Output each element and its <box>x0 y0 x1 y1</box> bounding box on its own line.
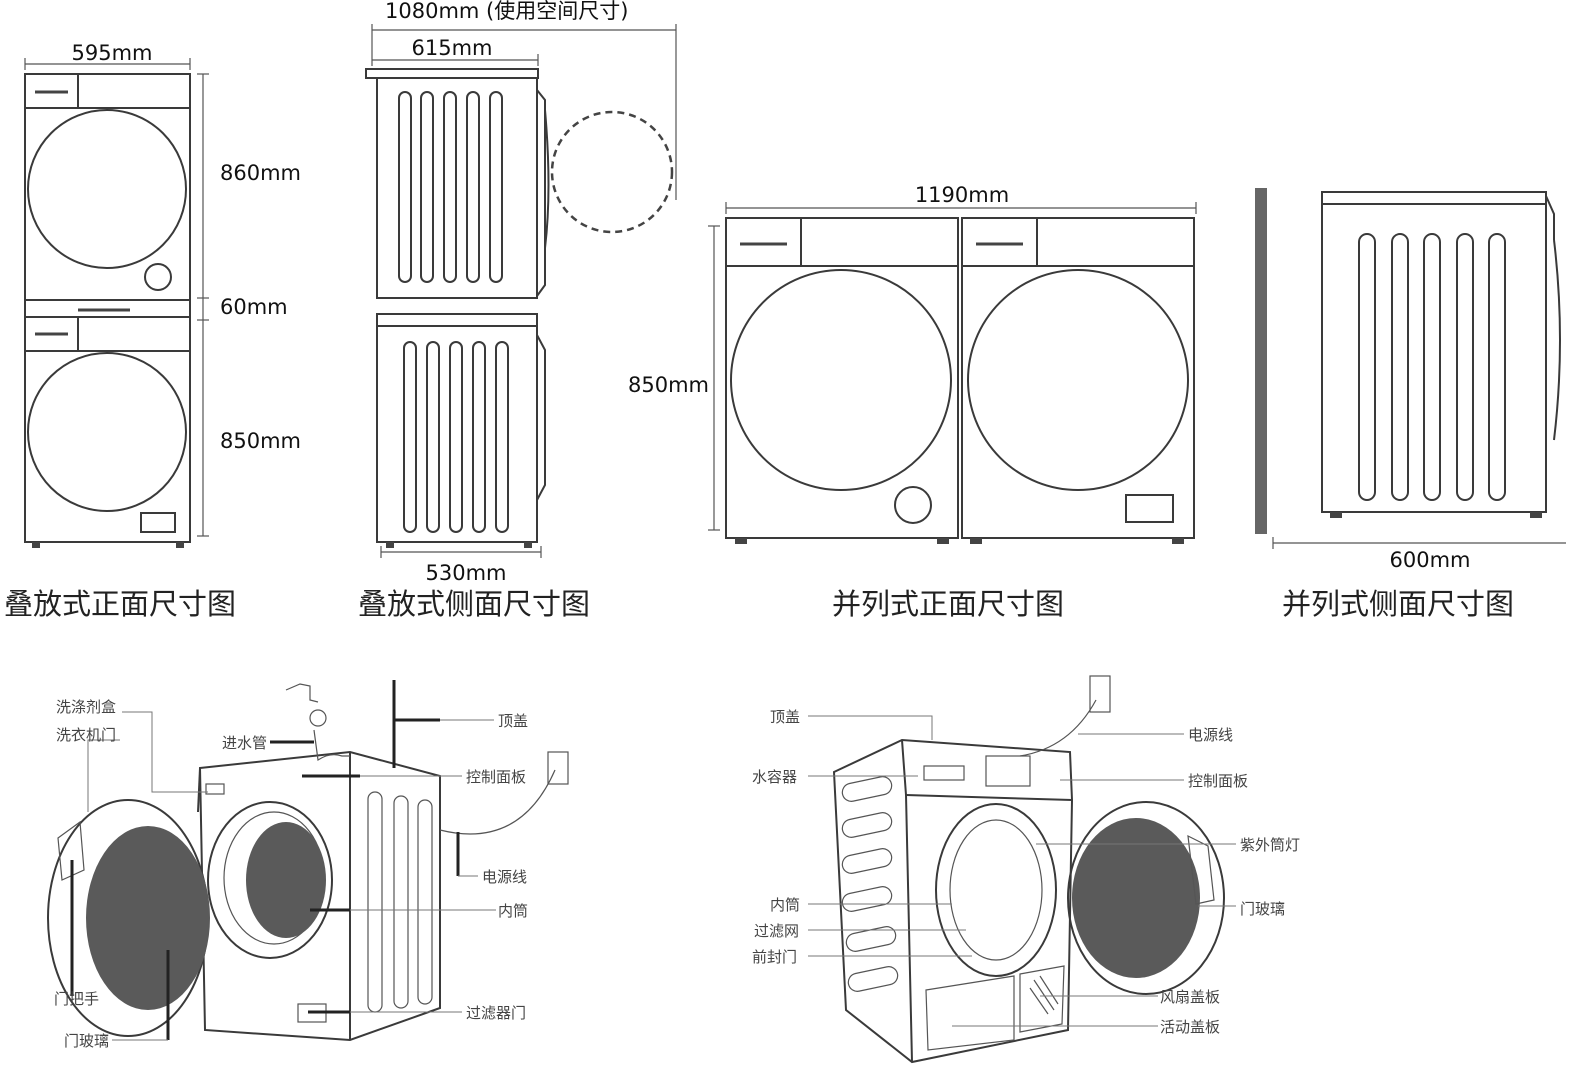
caption-stacked-side: 叠放式侧面尺寸图 <box>358 587 590 621</box>
dim-stacked-lower-height: 850mm <box>220 429 301 453</box>
dim-stacked-side-upper-depth: 615mm <box>412 36 493 60</box>
side-by-side-front-view: 1190mm 850mm 并列式正面尺寸图 <box>628 183 1197 621</box>
label-dryer-water-container: 水容器 <box>752 768 797 786</box>
label-dryer-power-cord: 电源线 <box>1188 726 1233 744</box>
dim-sbs-height: 850mm <box>628 373 709 397</box>
label-washer-filter-door: 过滤器门 <box>466 1004 526 1022</box>
washer-parts-diagram: 洗涤剂盒 洗衣机门 进水管 顶盖 控制面板 电源线 内筒 门把手 门玻璃 过滤器… <box>47 680 569 1050</box>
dim-stacked-side-lower-depth: 530mm <box>426 561 507 585</box>
dim-stacked-gap: 60mm <box>220 295 288 319</box>
label-dryer-movable-cover: 活动盖板 <box>1160 1018 1220 1036</box>
dim-sbs-total-width: 1190mm <box>915 183 1009 207</box>
dim-sbs-side-depth: 600mm <box>1390 548 1471 572</box>
label-dryer-uv-lamp: 紫外筒灯 <box>1240 836 1300 854</box>
label-washer-top-cover: 顶盖 <box>498 712 528 730</box>
label-washer-power-cord: 电源线 <box>482 868 527 886</box>
dryer-parts-diagram: 顶盖 电源线 水容器 控制面板 紫外筒灯 内筒 门玻璃 过滤网 前封门 风扇盖板… <box>752 675 1300 1064</box>
label-dryer-control-panel: 控制面板 <box>1188 772 1248 790</box>
dim-stacked-side-total: 1080mm (使用空间尺寸) <box>385 0 628 23</box>
caption-stacked-front: 叠放式正面尺寸图 <box>4 587 236 621</box>
stacked-front-view: 595mm 860mm 60mm 850mm 叠放式正面尺寸图 <box>4 41 301 621</box>
stacked-side-view: 1080mm (使用空间尺寸) 615mm 530mm 叠放式侧面尺寸图 <box>358 0 677 621</box>
label-washer-door: 洗衣机门 <box>56 726 116 744</box>
label-dryer-inner-drum: 内筒 <box>770 896 800 914</box>
label-dryer-fan-cover: 风扇盖板 <box>1160 988 1220 1006</box>
label-dryer-filter-screen: 过滤网 <box>754 922 799 940</box>
label-washer-inner-drum: 内筒 <box>498 902 528 920</box>
label-dryer-door-glass: 门玻璃 <box>1240 900 1285 918</box>
caption-sbs-side: 并列式侧面尺寸图 <box>1282 587 1514 621</box>
label-washer-detergent-box: 洗涤剂盒 <box>56 698 116 716</box>
dim-stacked-front-width: 595mm <box>72 41 153 65</box>
label-dryer-top-cover: 顶盖 <box>770 708 800 726</box>
side-by-side-side-view: 600mm 并列式侧面尺寸图 <box>1255 188 1566 621</box>
caption-sbs-front: 并列式正面尺寸图 <box>832 587 1064 621</box>
label-washer-door-glass: 门玻璃 <box>64 1032 109 1050</box>
label-washer-door-handle: 门把手 <box>54 990 99 1008</box>
dim-stacked-upper-height: 860mm <box>220 161 301 185</box>
label-dryer-front-seal: 前封门 <box>752 948 797 966</box>
label-washer-control-panel: 控制面板 <box>466 768 526 786</box>
label-washer-inlet-pipe: 进水管 <box>222 734 267 752</box>
